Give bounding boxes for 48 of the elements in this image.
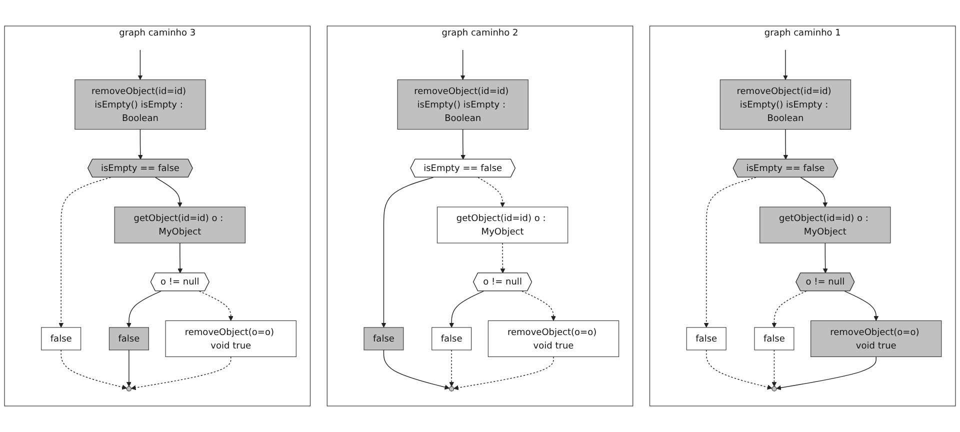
arrow (783, 50, 788, 80)
arrow (383, 350, 450, 390)
arrow (800, 177, 828, 208)
node-box: getObject(id=id) o : MyObject (436, 206, 568, 244)
arrow (783, 128, 788, 160)
node-box: removeObject(o=o) void true (810, 320, 942, 358)
arrow (478, 177, 505, 208)
node-circle (772, 386, 777, 392)
arrow (772, 290, 807, 328)
node-box: false (108, 327, 149, 350)
node-box: getObject(id=id) o : MyObject (760, 206, 891, 244)
arrow (844, 290, 879, 321)
arrow (460, 50, 466, 80)
arrow (138, 50, 143, 80)
arrow (776, 356, 876, 390)
node-box: false (432, 327, 472, 350)
arrow (126, 290, 162, 328)
node-box: false (686, 327, 726, 350)
node-box: removeObject(o=o) void true (165, 320, 296, 358)
arrow (126, 350, 132, 387)
node-box: false (364, 327, 404, 350)
arrow (449, 290, 484, 328)
arrow (199, 290, 234, 321)
arrow (822, 242, 828, 274)
arrow (60, 350, 127, 390)
arrow (772, 350, 777, 387)
arrow (706, 350, 772, 390)
arrow (460, 128, 466, 160)
node-box: false (41, 327, 82, 350)
arrow (155, 177, 182, 208)
arrow (58, 177, 112, 328)
arrow (522, 290, 556, 321)
node-box: removeObject(id=id) isEmpty() isEmpty : Boolean (74, 79, 206, 130)
node-circle (449, 386, 454, 392)
node-box: removeObject(id=id) isEmpty() isEmpty : Boolean (720, 79, 852, 130)
arrow (500, 242, 506, 274)
node-circle (126, 386, 132, 392)
node-box: removeObject(o=o) void true (488, 320, 620, 358)
arrow (454, 356, 554, 390)
arrow (704, 177, 756, 328)
arrow (130, 356, 232, 390)
arrow (449, 350, 454, 387)
arrow (381, 177, 434, 328)
node-box: false (754, 327, 794, 350)
node-box: getObject(id=id) o : MyObject (114, 206, 246, 244)
arrow (138, 128, 143, 160)
arrow (178, 242, 183, 274)
node-box: removeObject(id=id) isEmpty() isEmpty : Boolean (397, 79, 528, 130)
